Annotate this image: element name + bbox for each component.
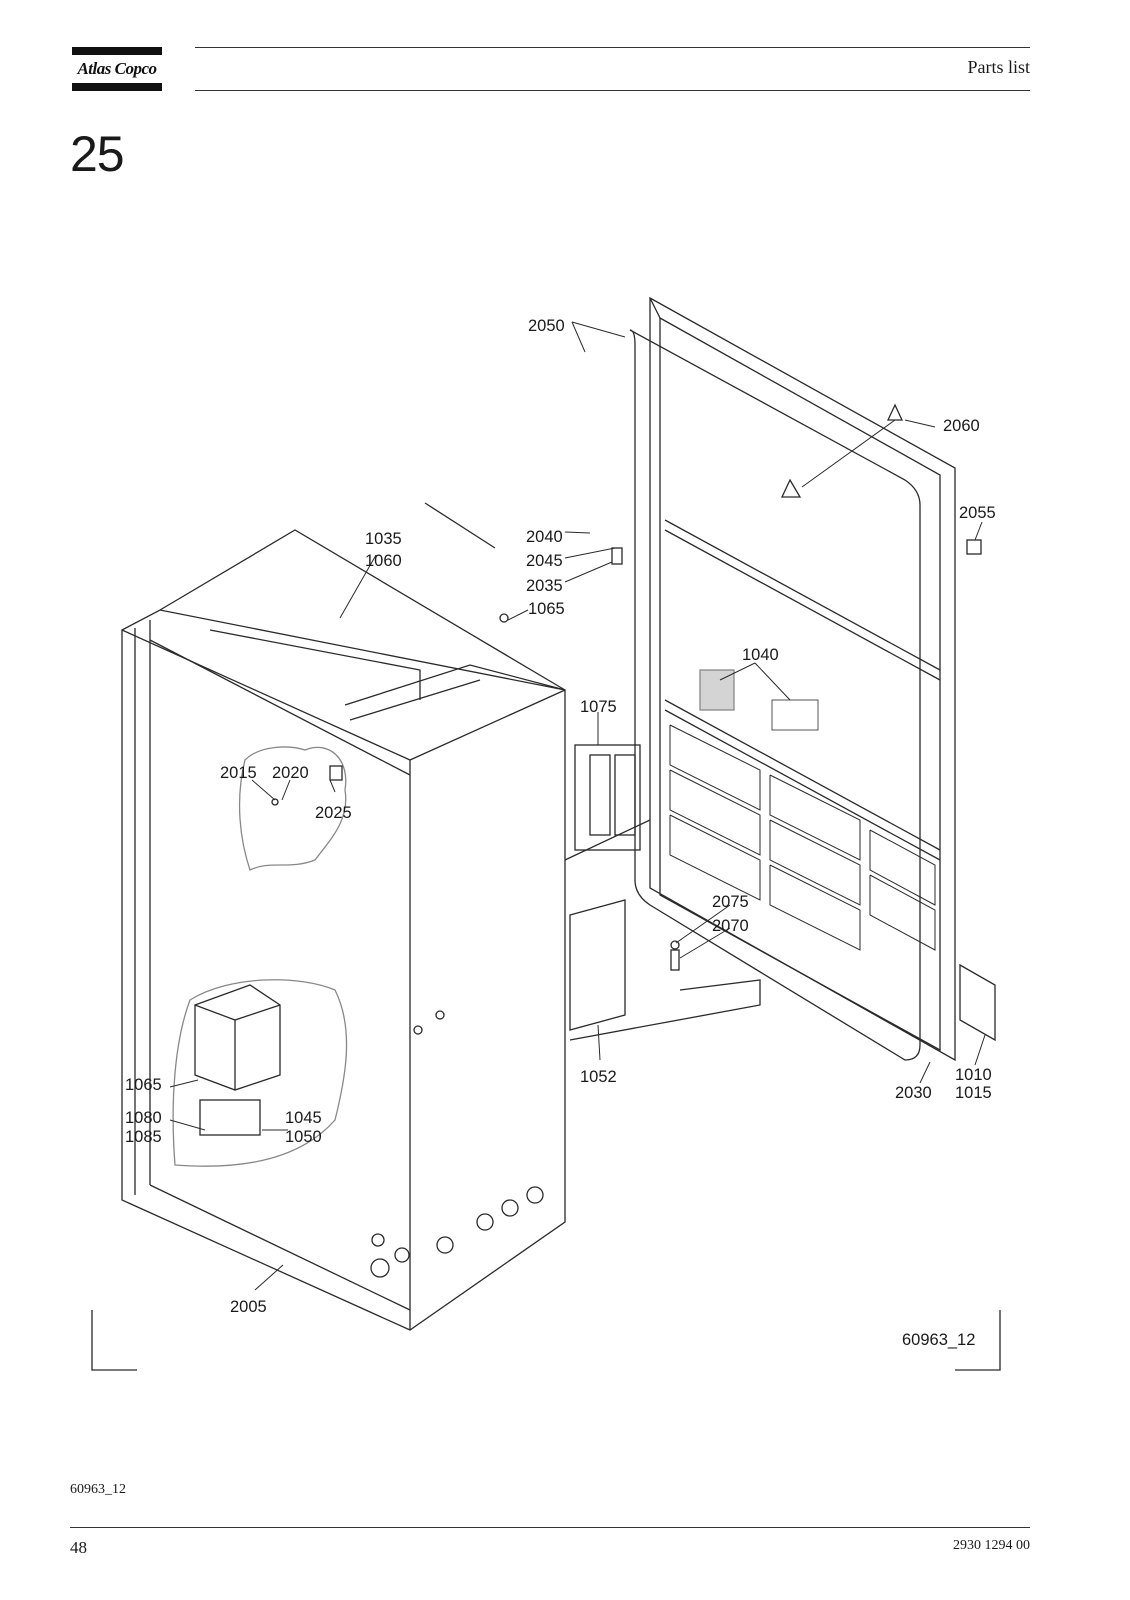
part-label: 2020 — [272, 764, 309, 782]
part-label: 1075 — [580, 698, 617, 716]
header-title: Parts list — [967, 57, 1030, 77]
part-label: 1010 — [955, 1066, 992, 1084]
part-label: 2055 — [959, 504, 996, 522]
part-label: 2015 — [220, 764, 257, 782]
part-label: 2040 — [526, 528, 563, 546]
part-label: 1035 — [365, 530, 402, 548]
page-number: 48 — [70, 1538, 87, 1557]
brand-logo: Atlas Copco — [72, 47, 162, 91]
part-label: 2025 — [315, 804, 352, 822]
header-rule-bottom — [195, 90, 1030, 91]
part-label: 1080 — [125, 1109, 162, 1127]
part-label: 2070 — [712, 917, 749, 935]
part-label: 2075 — [712, 893, 749, 911]
part-label: 2045 — [526, 552, 563, 570]
diagram-drawing — [91, 296, 1001, 1371]
part-label: 1065 — [125, 1076, 162, 1094]
part-label: 1085 — [125, 1128, 162, 1146]
doc-number: 2930 1294 00 — [953, 1538, 1030, 1553]
logo-text: Atlas Copco — [77, 59, 157, 78]
part-label: 1045 — [285, 1109, 322, 1127]
part-label: 2005 — [230, 1298, 267, 1316]
section-number: 25 — [70, 126, 125, 182]
header-rule-top — [195, 47, 1030, 48]
part-label: 1050 — [285, 1128, 322, 1146]
part-label: 2050 — [528, 317, 565, 335]
part-label: 2060 — [943, 417, 980, 435]
part-label: 1060 — [365, 552, 402, 570]
part-label: 1052 — [580, 1068, 617, 1086]
part-label: 1040 — [742, 646, 779, 664]
part-number-labels: 2050 2060 2055 1035 1060 2040 2045 2035 … — [125, 317, 996, 1349]
part-label: 2035 — [526, 577, 563, 595]
figure-id: 60963_12 — [902, 1331, 975, 1349]
logo-bar-bottom — [72, 83, 162, 91]
part-label: 2030 — [895, 1084, 932, 1102]
footer-figure-ref: 60963_12 — [70, 1482, 126, 1497]
logo-bar-top — [72, 47, 162, 55]
part-label: 1015 — [955, 1084, 992, 1102]
part-label: 1065 — [528, 600, 565, 618]
footer-rule — [70, 1527, 1030, 1528]
